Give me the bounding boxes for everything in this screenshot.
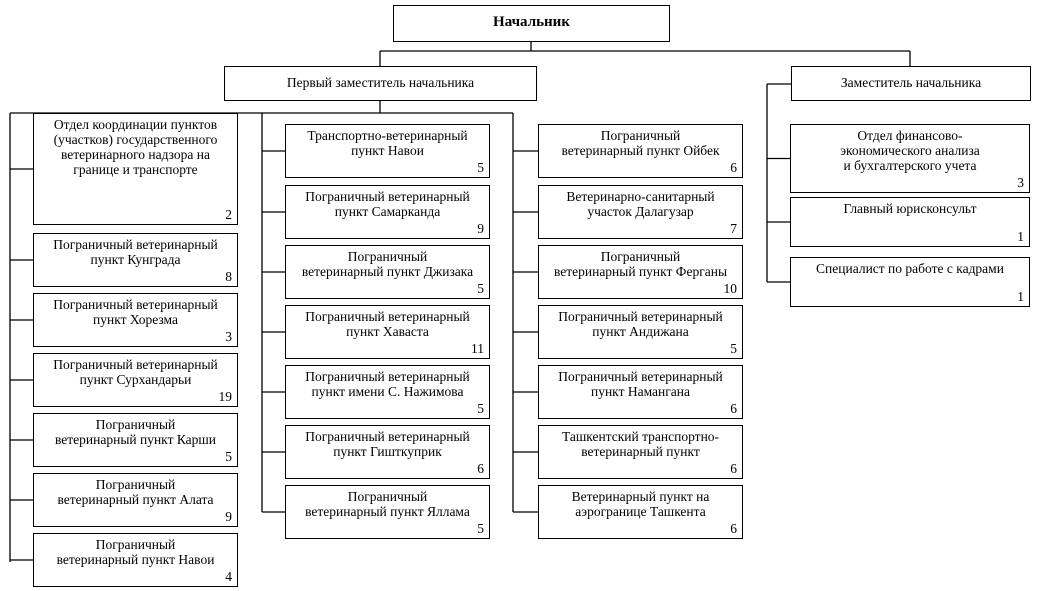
column1-node-6: Пограничный ветеринарный пункт Алата 9 <box>33 473 238 527</box>
column4-node-label: Специалист по работе с кадрами <box>816 261 1004 276</box>
column3-node-label: Пограничный ветеринарный пункт Ферганы <box>553 249 728 279</box>
column2-node-6: Пограничный ветеринарный пункт Гишткупри… <box>285 425 490 479</box>
column2-node-label: Пограничный ветеринарный пункт Гишткупри… <box>305 429 470 459</box>
column1-node-count: 4 <box>225 569 232 584</box>
node-first-deputy: Первый заместитель начальника <box>224 66 537 101</box>
column2-node-count: 5 <box>477 160 484 175</box>
column3-node-count: 6 <box>730 461 737 476</box>
column3-node-count: 10 <box>723 281 738 296</box>
column3-node-count: 7 <box>730 221 737 236</box>
column3-node-label: Ташкентский транспортно- ветеринарный пу… <box>561 429 720 459</box>
column1-node-count: 8 <box>225 269 232 284</box>
column1-node-label: Пограничный ветеринарный пункт Хорезма <box>53 297 218 327</box>
column2-node-count: 5 <box>477 521 484 536</box>
node-deputy: Заместитель начальника <box>791 66 1031 101</box>
column1-node-2: Пограничный ветеринарный пункт Кунграда 8 <box>33 233 238 287</box>
column1-node-count: 2 <box>225 207 232 222</box>
column3-node-count: 6 <box>730 160 737 175</box>
column4-node-count: 1 <box>1017 289 1024 304</box>
column2-node-5: Пограничный ветеринарный пункт имени С. … <box>285 365 490 419</box>
column1-node-label: Отдел координации пунктов (участков) гос… <box>53 117 218 177</box>
column2-node-label: Пограничный ветеринарный пункт имени С. … <box>305 369 470 399</box>
column2-node-label: Пограничный ветеринарный пункт Джизака <box>301 249 474 279</box>
column3-node-4: Пограничный ветеринарный пункт Андижана 5 <box>538 305 743 359</box>
column4-node-count: 1 <box>1017 229 1024 244</box>
node-deputy-label: Заместитель начальника <box>840 75 982 90</box>
column3-node-5: Пограничный ветеринарный пункт Намангана… <box>538 365 743 419</box>
column2-node-label: Пограничный ветеринарный пункт Яллама <box>305 489 470 519</box>
column3-node-6: Ташкентский транспортно- ветеринарный пу… <box>538 425 743 479</box>
column1-node-count: 19 <box>218 389 233 404</box>
column3-node-3: Пограничный ветеринарный пункт Ферганы 10 <box>538 245 743 299</box>
node-first-deputy-label: Первый заместитель начальника <box>286 75 475 90</box>
column1-node-count: 3 <box>225 329 232 344</box>
column1-node-label: Пограничный ветеринарный пункт Алата <box>57 477 214 507</box>
column2-node-label: Пограничный ветеринарный пункт Самарканд… <box>305 189 470 219</box>
column1-node-3: Пограничный ветеринарный пункт Хорезма 3 <box>33 293 238 347</box>
column1-node-label: Пограничный ветеринарный пункт Кунграда <box>53 237 218 267</box>
column4-node-label: Главный юрисконсульт <box>843 201 977 216</box>
column2-node-count: 6 <box>477 461 484 476</box>
column3-node-label: Пограничный ветеринарный пункт Андижана <box>558 309 723 339</box>
column1-node-5: Пограничный ветеринарный пункт Карши 5 <box>33 413 238 467</box>
column1-node-label: Пограничный ветеринарный пункт Навои <box>56 537 215 567</box>
column1-node-1: Отдел координации пунктов (участков) гос… <box>33 113 238 225</box>
column2-node-7: Пограничный ветеринарный пункт Яллама 5 <box>285 485 490 539</box>
column2-node-count: 11 <box>471 341 484 356</box>
column3-node-2: Ветеринарно-санитарный участок Далагузар… <box>538 185 743 239</box>
column3-node-count: 6 <box>730 401 737 416</box>
column2-node-1: Транспортно-ветеринарный пункт Навои 5 <box>285 124 490 178</box>
column3-node-label: Пограничный ветеринарный пункт Ойбек <box>561 128 720 158</box>
column3-node-7: Ветеринарный пункт на аэрогранице Ташкен… <box>538 485 743 539</box>
column4-node-3: Специалист по работе с кадрами 1 <box>790 257 1030 307</box>
column1-node-label: Пограничный ветеринарный пункт Карши <box>54 417 217 447</box>
node-head-label: Начальник <box>493 14 570 30</box>
column2-node-2: Пограничный ветеринарный пункт Самарканд… <box>285 185 490 239</box>
column1-node-7: Пограничный ветеринарный пункт Навои 4 <box>33 533 238 587</box>
column3-node-label: Пограничный ветеринарный пункт Намангана <box>558 369 723 399</box>
column4-node-label: Отдел финансово- экономического анализа … <box>840 128 980 173</box>
column3-node-count: 6 <box>730 521 737 536</box>
column1-node-count: 9 <box>225 509 232 524</box>
column2-node-count: 5 <box>477 281 484 296</box>
column1-node-label: Пограничный ветеринарный пункт Сурхандар… <box>53 357 218 387</box>
column3-node-label: Ветеринарно-санитарный участок Далагузар <box>566 189 715 219</box>
column2-node-label: Пограничный ветеринарный пункт Хаваста <box>305 309 470 339</box>
node-head: Начальник <box>393 5 670 42</box>
column3-node-label: Ветеринарный пункт на аэрогранице Ташкен… <box>571 489 710 519</box>
column1-node-count: 5 <box>225 449 232 464</box>
column3-node-1: Пограничный ветеринарный пункт Ойбек 6 <box>538 124 743 178</box>
column4-node-1: Отдел финансово- экономического анализа … <box>790 124 1030 193</box>
column3-node-count: 5 <box>730 341 737 356</box>
column1-node-4: Пограничный ветеринарный пункт Сурхандар… <box>33 353 238 407</box>
column2-node-label: Транспортно-ветеринарный пункт Навои <box>307 128 468 158</box>
column2-node-count: 9 <box>477 221 484 236</box>
column4-node-count: 3 <box>1017 175 1024 190</box>
column4-node-2: Главный юрисконсульт 1 <box>790 197 1030 247</box>
column2-node-count: 5 <box>477 401 484 416</box>
